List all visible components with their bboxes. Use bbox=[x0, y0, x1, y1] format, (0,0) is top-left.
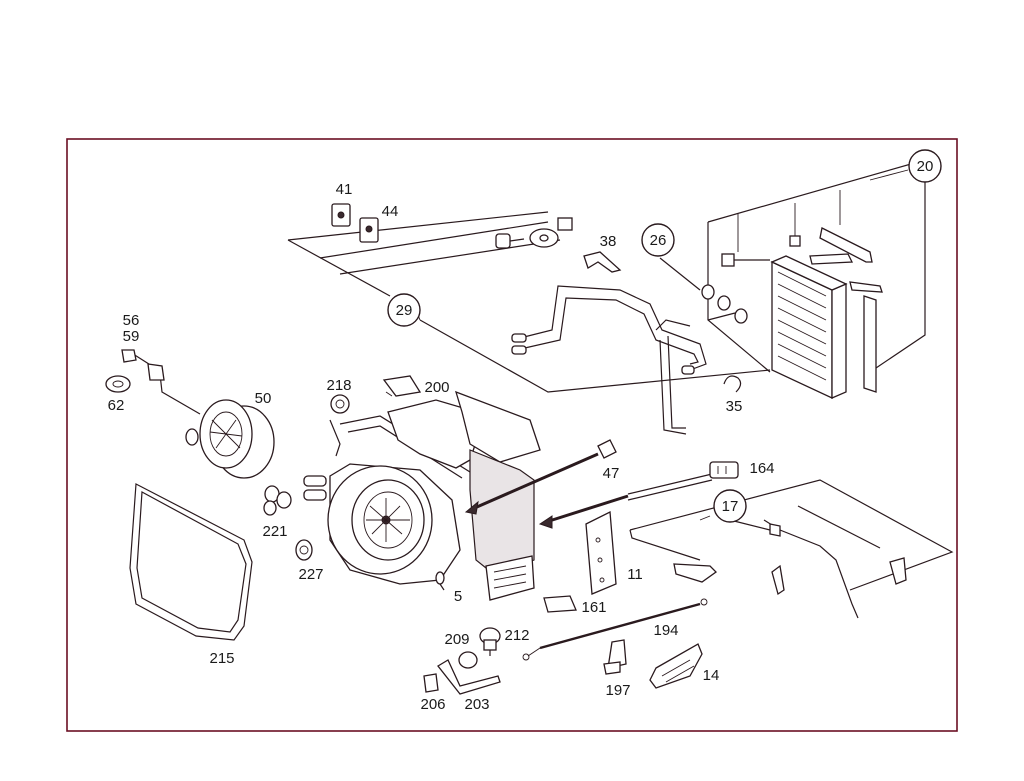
part-label-14: 14 bbox=[703, 667, 720, 684]
part-label-62: 62 bbox=[108, 397, 125, 414]
part-label-59: 59 bbox=[123, 328, 140, 345]
part-label-221: 221 bbox=[262, 523, 287, 540]
part-41-44 bbox=[331, 203, 379, 243]
part-label-218: 218 bbox=[326, 377, 351, 394]
part-label-50: 50 bbox=[255, 390, 272, 407]
group-label-20-text: 20 bbox=[917, 158, 934, 175]
part-label-11: 11 bbox=[627, 566, 643, 583]
part-label-209: 209 bbox=[444, 631, 469, 648]
part-label-56: 56 bbox=[123, 312, 140, 329]
part-label-41: 41 bbox=[336, 181, 353, 198]
group-label-26: 26 bbox=[641, 223, 675, 257]
part-label-215: 215 bbox=[209, 650, 234, 667]
group-label-17: 17 bbox=[713, 489, 747, 523]
group-label-20: 20 bbox=[908, 149, 942, 183]
part-11-161 bbox=[543, 510, 617, 613]
part-label-206: 206 bbox=[420, 696, 445, 713]
rod-194 bbox=[522, 598, 708, 661]
diagram-frame bbox=[66, 138, 958, 732]
part-label-35: 35 bbox=[726, 398, 743, 415]
part-label-197: 197 bbox=[605, 682, 630, 699]
seal-215 bbox=[129, 483, 253, 641]
group-label-29-text: 29 bbox=[396, 302, 413, 319]
pointer-arrows bbox=[464, 439, 629, 529]
cable-164 bbox=[627, 461, 739, 501]
group-label-17-text: 17 bbox=[722, 498, 739, 515]
group-label-29: 29 bbox=[387, 293, 421, 327]
part-label-5: 5 bbox=[454, 588, 462, 605]
part-label-47: 47 bbox=[603, 465, 620, 482]
heater-core-group bbox=[707, 159, 926, 400]
fasteners bbox=[423, 627, 501, 695]
part-label-38: 38 bbox=[600, 233, 617, 250]
part-label-212: 212 bbox=[504, 627, 529, 644]
part-label-44: 44 bbox=[382, 203, 399, 220]
blower-motor bbox=[105, 349, 275, 479]
blower-housing bbox=[303, 390, 541, 601]
pipes-group bbox=[287, 211, 771, 435]
linkage-group bbox=[629, 479, 954, 619]
part-197-14 bbox=[603, 639, 703, 689]
part-label-161: 161 bbox=[581, 599, 606, 616]
part-label-200: 200 bbox=[424, 379, 449, 396]
part-label-164: 164 bbox=[749, 460, 774, 477]
part-label-227: 227 bbox=[298, 566, 323, 583]
group-label-26-text: 26 bbox=[650, 232, 667, 249]
part-label-203: 203 bbox=[464, 696, 489, 713]
part-label-194: 194 bbox=[653, 622, 678, 639]
small-parts-left bbox=[263, 375, 422, 561]
